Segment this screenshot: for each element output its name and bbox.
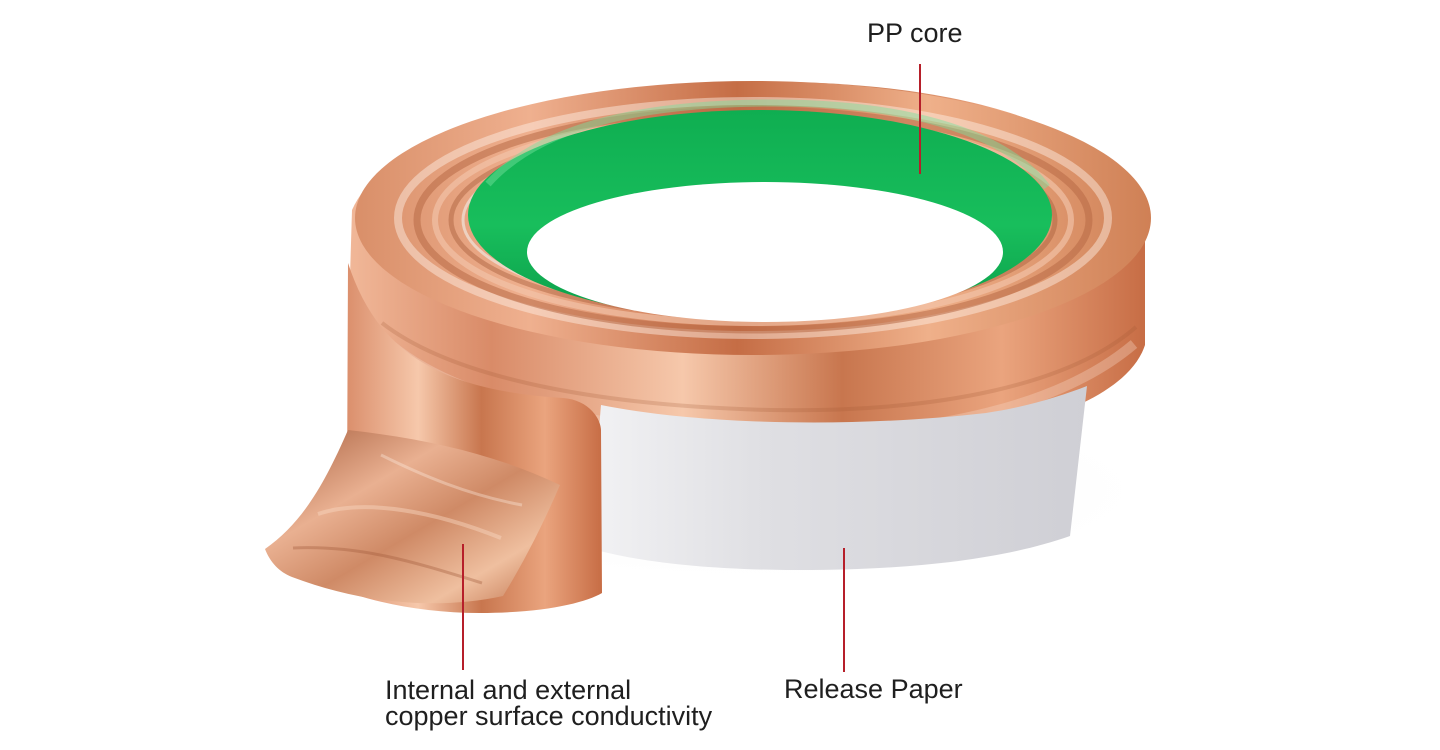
tape-roll bbox=[348, 81, 1151, 455]
copper-surface-label: Internal and external copper surface con… bbox=[385, 675, 713, 731]
release-paper bbox=[589, 386, 1087, 571]
core-highlight bbox=[485, 99, 1050, 190]
release-paper-leader-line bbox=[843, 548, 845, 672]
pp-core-label: PP core bbox=[867, 18, 963, 48]
copper-surface-leader-line bbox=[462, 544, 464, 670]
copper-surface-label-line-2: copper surface conductivity bbox=[385, 701, 713, 731]
foil-texture bbox=[292, 546, 483, 585]
foil-texture bbox=[317, 505, 502, 540]
copper-layer-highlight bbox=[394, 97, 1112, 339]
pp-core-leader-line bbox=[919, 64, 921, 174]
copper-layer-line bbox=[413, 106, 1093, 334]
copper-surface-label-line-1: Internal and external bbox=[385, 675, 632, 705]
exposed-copper-foil bbox=[265, 430, 560, 604]
lower-band-shadow bbox=[380, 321, 1138, 413]
foil-texture bbox=[380, 453, 523, 507]
release-paper-label: Release Paper bbox=[784, 674, 963, 704]
roll-center-hole bbox=[527, 182, 1003, 322]
